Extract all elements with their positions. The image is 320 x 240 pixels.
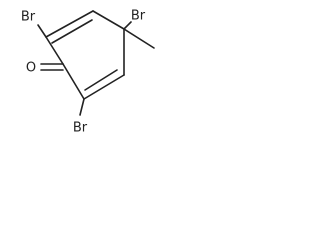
bond-c6-c1 [62,63,85,100]
bond-c2-br-top-left [37,24,47,38]
bond-c2-c3 [45,10,94,38]
bond-c5-c6-double [84,69,118,91]
atom-label-br-bottom: Br [73,121,88,136]
chemical-structure-diagram: Br Br O Br [21,9,155,136]
atom-label-oxygen: O [26,61,36,76]
bond-c3-c4 [92,10,125,30]
bond-c5-c6 [83,74,125,100]
bond-c4-methyl [123,28,155,49]
bond-c1-c2 [45,36,64,65]
bond-c2-c3-double [51,19,93,44]
atom-label-br-top-left: Br [21,10,36,25]
bond-c6-br-bottom [79,98,85,116]
atom-label-br-top-right: Br [131,9,146,24]
bond-c4-br-top-right [123,21,132,30]
